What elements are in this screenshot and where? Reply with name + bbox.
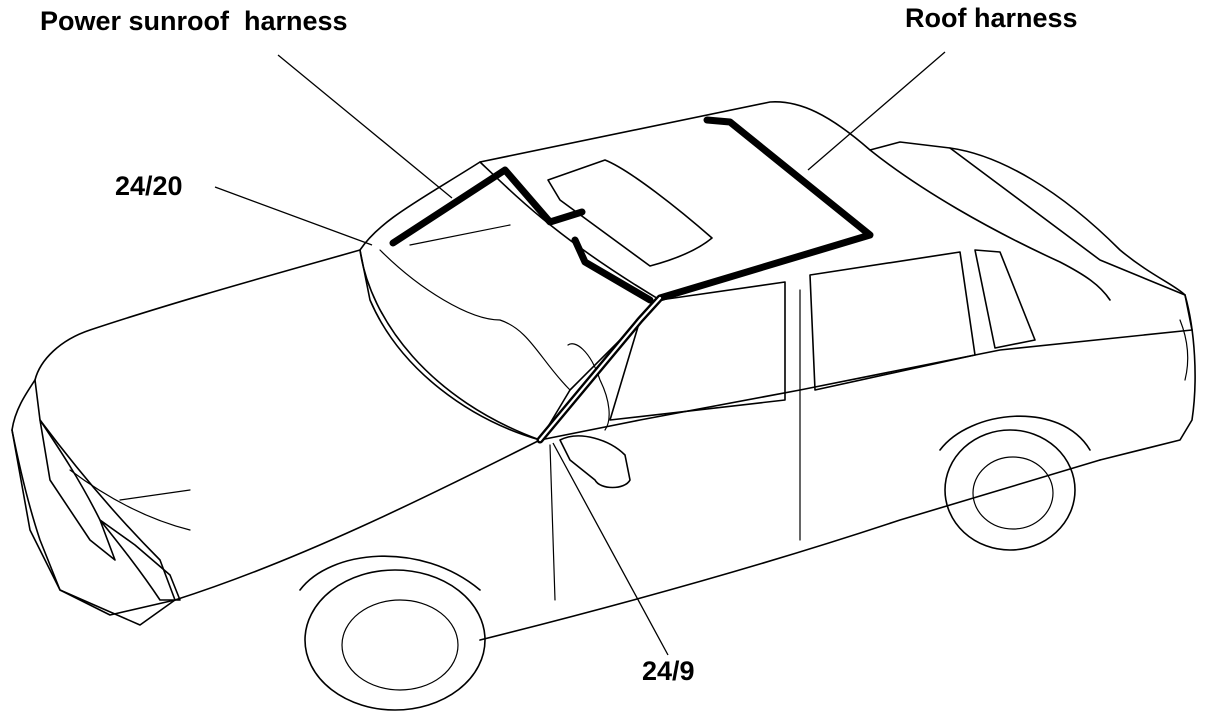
side-mirror (559, 435, 631, 489)
grille (39, 419, 116, 561)
leader-lines (214, 51, 946, 656)
leader-power-sunroof (277, 54, 453, 199)
label-connector-24-9: 24/9 (642, 656, 695, 686)
rear-hub (972, 456, 1054, 530)
roof-harness-core (538, 296, 662, 442)
sunroof-panel (547, 159, 713, 267)
rocker (479, 459, 1101, 641)
mirror-stalk (567, 343, 610, 431)
windshield (359, 161, 661, 441)
dash-line (379, 249, 571, 391)
front-hub (341, 599, 459, 691)
front-wheel-arch (299, 555, 481, 591)
wiper (409, 224, 511, 246)
label-power-sunroof-harness: Power sunroof harness (40, 6, 348, 36)
headlight (99, 519, 181, 601)
side-body (174, 329, 1193, 601)
bumper (11, 429, 176, 626)
label-connector-24-20: 24/20 (115, 171, 183, 201)
power-sunroof-harness-branch (571, 236, 654, 304)
car-body (11, 101, 1196, 711)
hood-crease (69, 469, 191, 531)
front-window (609, 281, 786, 421)
taillight (1179, 319, 1189, 381)
hood-line (119, 489, 191, 501)
harnesses (389, 116, 874, 444)
hood-edge (11, 379, 176, 616)
hood (34, 249, 361, 601)
leader-roof-harness (807, 51, 946, 171)
label-roof-harness: Roof harness (905, 3, 1078, 33)
front-wheel (304, 569, 486, 711)
roof-harness-line (536, 116, 874, 444)
rear-window (869, 149, 1111, 301)
rear-wheel-arch (939, 415, 1091, 451)
roof-outline (479, 101, 1193, 331)
door-line-front (549, 444, 556, 601)
rear-end (1099, 294, 1196, 461)
leader-24-9 (552, 442, 669, 656)
rear-window-side (809, 251, 976, 391)
cowl (359, 249, 541, 441)
quarter-window (974, 249, 1036, 349)
trunk-lid (949, 147, 1186, 296)
power-sunroof-harness-line (389, 166, 586, 247)
rear-wheel (944, 429, 1076, 551)
leader-24-20 (214, 186, 373, 246)
